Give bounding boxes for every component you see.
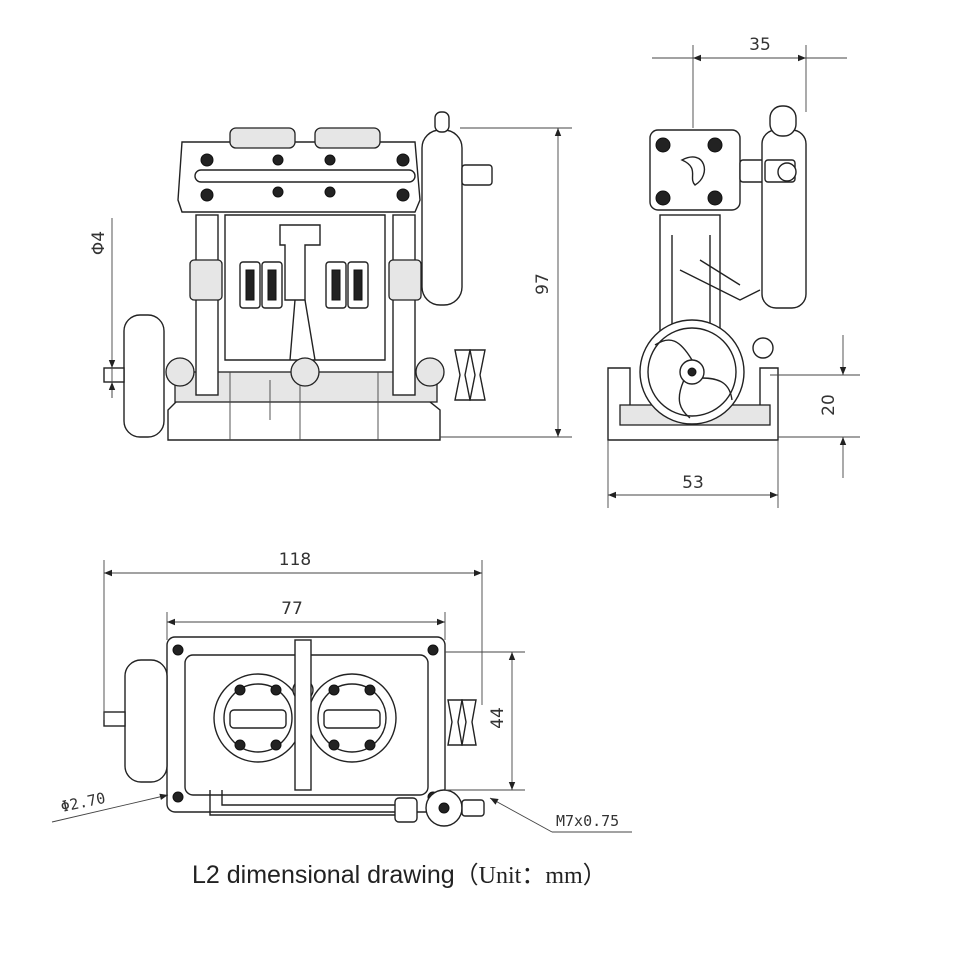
dim-overall-length: 118 <box>279 550 311 570</box>
drawing-caption: L2 dimensional drawing（Unit：mm） <box>192 855 607 890</box>
dim-side-width: 35 <box>749 35 771 55</box>
front-view <box>103 111 493 441</box>
dim-base-width: 53 <box>682 473 704 493</box>
caption-text: L2 dimensional drawing <box>192 861 455 889</box>
dim-height: 97 <box>533 273 553 295</box>
dim-shaft-diameter: Φ4 <box>89 231 109 255</box>
dim-top-depth: 44 <box>488 707 508 729</box>
top-view <box>103 636 485 827</box>
side-view <box>607 105 807 441</box>
caption-unit: （Unit：mm） <box>454 863 607 889</box>
dim-base-height: 20 <box>819 394 839 416</box>
dimension-lines <box>51 45 860 833</box>
dim-hole-diameter: Φ2.70 <box>59 789 107 816</box>
dim-cylinder-span: 77 <box>281 599 303 619</box>
dim-thread: M7x0.75 <box>556 812 619 830</box>
